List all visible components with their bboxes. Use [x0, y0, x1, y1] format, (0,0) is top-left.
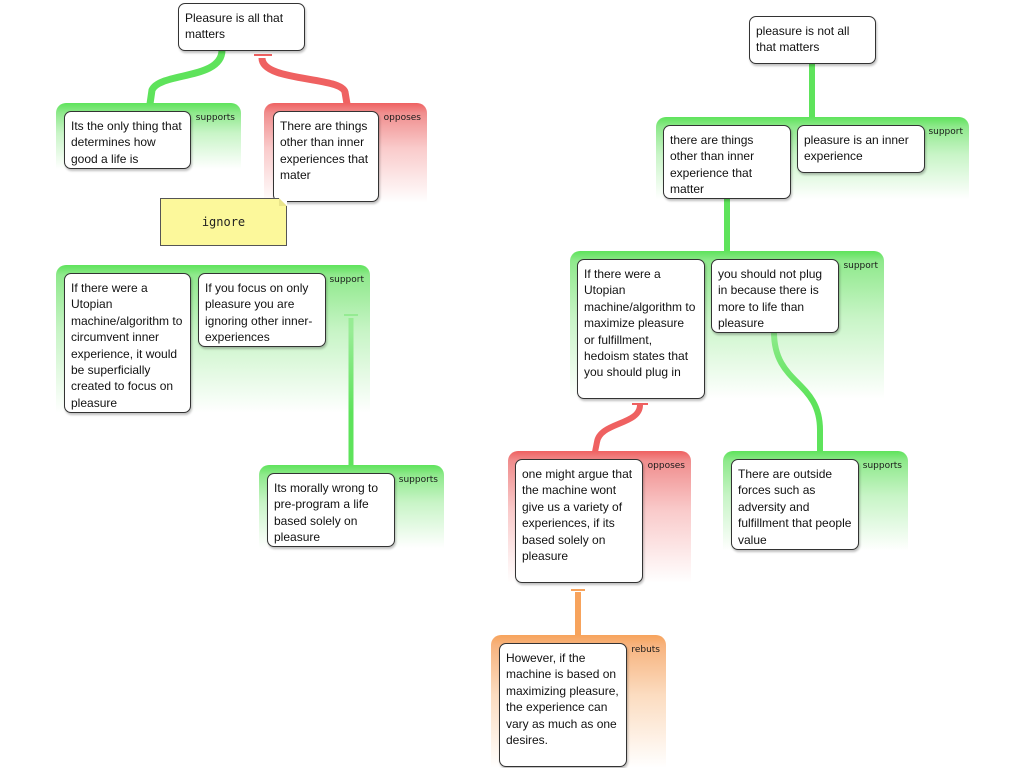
- node-utopian-right[interactable]: If there were a Utopian machine/algorith…: [577, 259, 705, 399]
- node-inner-experience[interactable]: pleasure is an inner experience: [797, 125, 925, 173]
- connector-opposes-machine-variety: [592, 404, 643, 453]
- panel-label-opposes: opposes: [383, 113, 421, 123]
- node-should-not-plug[interactable]: you should not plug in because there is …: [711, 259, 839, 333]
- note-fold-corner: [279, 198, 287, 206]
- node-machine-variety[interactable]: one might argue that the machine wont gi…: [515, 459, 643, 583]
- node-things-other-left[interactable]: There are things other than inner experi…: [273, 111, 379, 202]
- node-pleasure-not-all[interactable]: pleasure is not all that matters: [749, 16, 876, 64]
- node-morally-wrong[interactable]: Its morally wrong to pre-program a life …: [267, 473, 395, 547]
- connector-opposes-things-other-left: [258, 57, 351, 105]
- node-however[interactable]: However, if the machine is based on maxi…: [499, 643, 627, 767]
- panel-label-support: support: [928, 127, 963, 137]
- panel-label-rebuts: rebuts: [631, 645, 660, 655]
- node-things-other-right[interactable]: there are things other than inner experi…: [663, 125, 791, 199]
- node-utopian-left[interactable]: If there were a Utopian machine/algorith…: [64, 273, 191, 413]
- sticky-note-ignore[interactable]: ignore: [160, 198, 287, 246]
- node-focus-only-pleasure[interactable]: If you focus on only pleasure you are ig…: [198, 273, 326, 347]
- node-only-thing[interactable]: Its the only thing that determines how g…: [64, 111, 191, 169]
- node-outside-forces[interactable]: There are outside forces such as adversi…: [731, 459, 859, 550]
- panel-label-support: support: [329, 275, 364, 285]
- node-pleasure-all-that-matters[interactable]: Pleasure is all that matters: [178, 3, 305, 51]
- panel-label-supports: supports: [398, 475, 438, 485]
- panel-label-opposes: opposes: [647, 461, 685, 471]
- note-text: ignore: [201, 215, 246, 229]
- panel-label-supports: supports: [862, 461, 902, 471]
- panel-label-support: support: [843, 261, 878, 271]
- panel-label-supports: supports: [195, 113, 235, 123]
- connector-supports-only-thing: [146, 49, 226, 105]
